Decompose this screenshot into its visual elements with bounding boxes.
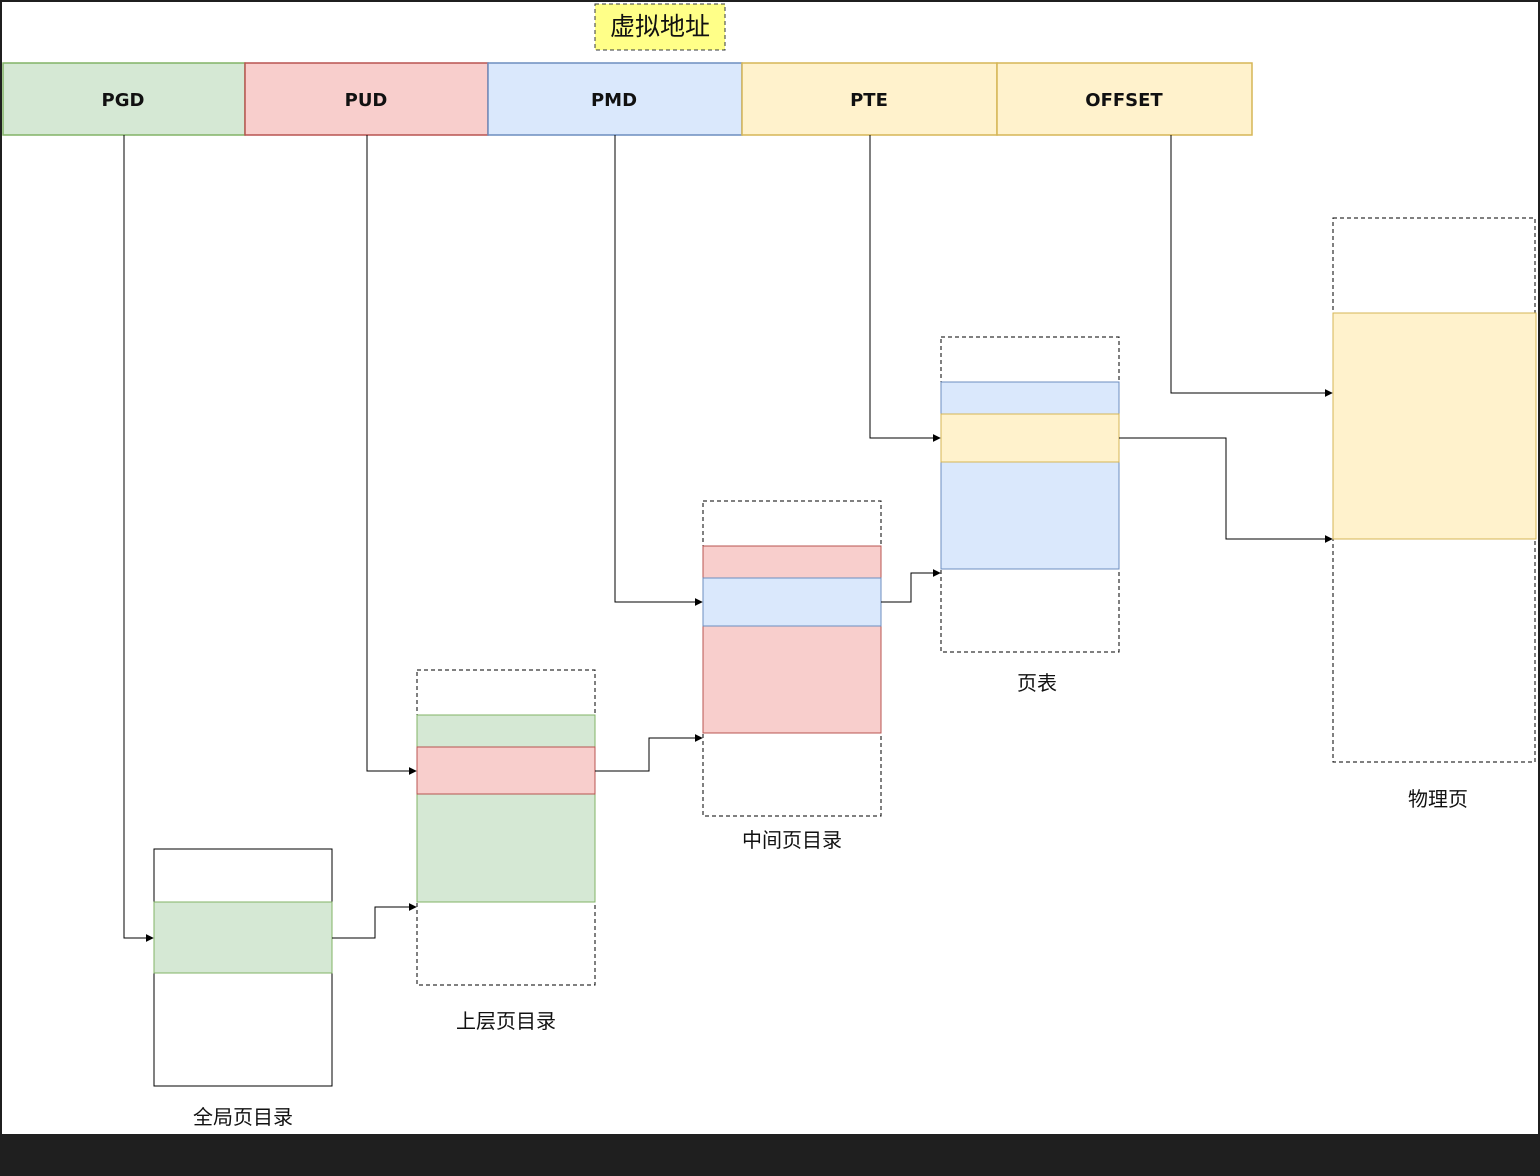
segment-pgd	[2, 62, 246, 136]
segment-label-pmd: PMD	[591, 90, 637, 111]
segment-label-offset: OFFSET	[1085, 90, 1163, 111]
middle-page-directory-label: 中间页目录	[742, 828, 842, 852]
arrow-pgd-entry-to-pud-table	[332, 903, 417, 939]
page-table-label: 页表	[1017, 671, 1057, 695]
arrow-offset-to-page	[1170, 135, 1333, 397]
connectors	[123, 135, 1333, 942]
arrow-pmd-to-entry	[614, 135, 703, 606]
segment-pte	[741, 62, 998, 136]
pmd-entry	[702, 577, 882, 627]
arrow-pgd-to-entry	[123, 135, 154, 942]
pgd-entry	[153, 901, 333, 974]
title-box: 虚拟地址	[594, 3, 726, 51]
global-page-directory-label: 全局页目录	[193, 1105, 293, 1129]
pte-table-block	[940, 381, 1120, 570]
pud-entry	[416, 746, 596, 795]
arrow-pte-to-entry	[869, 135, 941, 442]
segment-label-pgd: PGD	[102, 90, 145, 111]
arrow-pte-entry-to-physical-page	[1119, 437, 1333, 543]
global-page-directory: 全局页目录	[153, 848, 333, 1129]
physical-page-frame	[1332, 312, 1537, 540]
arrow-pud-entry-to-pmd-table	[595, 734, 703, 772]
upper-page-directory-label: 上层页目录	[456, 1009, 556, 1033]
segment-pmd	[487, 62, 743, 136]
middle-page-directory: 中间页目录	[702, 500, 882, 852]
arrow-pmd-entry-to-page-table	[881, 569, 941, 603]
physical-page: 物理页	[1332, 217, 1537, 811]
pmd-table-block	[702, 545, 882, 734]
physical-page-label: 物理页	[1408, 787, 1468, 811]
segment-label-pte: PTE	[850, 90, 888, 111]
segment-offset	[996, 62, 1253, 136]
virtual-address-bar: PGD PUD PMD PTE OFFSET	[2, 62, 1253, 136]
page-table: 页表	[940, 336, 1120, 695]
segment-label-pud: PUD	[345, 90, 388, 111]
upper-page-directory: 上层页目录	[416, 669, 596, 1033]
pte-entry	[940, 413, 1120, 463]
pud-table-block	[416, 714, 596, 903]
diagram-canvas: 虚拟地址 PGD PUD PMD PTE OFFSET 全局页目录 上层页目录 …	[2, 2, 1538, 1134]
page-table-diagram: 虚拟地址 PGD PUD PMD PTE OFFSET 全局页目录 上层页目录 …	[2, 3, 1537, 1129]
title-text: 虚拟地址	[610, 12, 710, 41]
arrow-pud-to-entry	[366, 135, 417, 775]
